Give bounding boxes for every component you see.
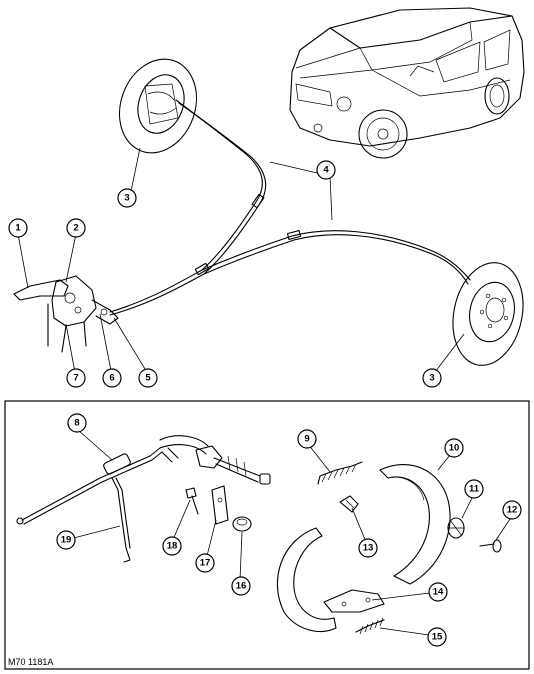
brake-shoe-left — [276, 527, 337, 632]
svg-text:19: 19 — [61, 535, 72, 546]
callout-17: 17 — [195, 553, 215, 573]
parking-brake-cables — [109, 99, 471, 316]
callout-1: 1 — [8, 218, 28, 238]
svg-text:1: 1 — [15, 223, 21, 234]
svg-text:11: 11 — [469, 484, 480, 495]
hold-down-spring — [447, 517, 465, 539]
callout-2: 2 — [66, 218, 86, 238]
parking-brake-lever-assembly — [13, 275, 119, 353]
hold-down-pin — [479, 539, 502, 553]
callout-3-right: 3 — [422, 368, 442, 388]
svg-text:16: 16 — [236, 581, 247, 592]
rear-brake-disc-right — [452, 262, 524, 366]
figure-code: M70 1181A — [8, 657, 53, 667]
callout-7: 7 — [66, 368, 86, 388]
svg-text:7: 7 — [73, 373, 78, 384]
vehicle-illustration — [289, 7, 525, 159]
lower-return-spring — [355, 617, 385, 635]
callout-12: 12 — [502, 500, 522, 520]
callout-19: 19 — [56, 530, 76, 550]
callout-6: 6 — [102, 368, 122, 388]
callout-4: 4 — [316, 160, 336, 180]
callout-16: 16 — [231, 576, 251, 596]
svg-text:17: 17 — [200, 558, 211, 569]
expander-lever — [323, 589, 385, 613]
svg-text:18: 18 — [167, 541, 178, 552]
callout-11: 11 — [464, 479, 484, 499]
svg-text:14: 14 — [433, 587, 444, 598]
svg-text:9: 9 — [304, 434, 309, 445]
callout-10: 10 — [444, 438, 464, 458]
svg-text:3: 3 — [124, 193, 129, 204]
svg-text:12: 12 — [507, 505, 518, 516]
callouts: 1 2 3 4 5 6 7 3 8 9 10 11 12 13 14 15 16… — [8, 147, 522, 647]
rear-brake-disc-left — [119, 58, 197, 154]
callout-13: 13 — [358, 538, 378, 558]
svg-text:3: 3 — [429, 373, 434, 384]
callout-18: 18 — [162, 536, 182, 556]
svg-text:4: 4 — [323, 165, 329, 176]
svg-text:10: 10 — [449, 443, 460, 454]
svg-text:8: 8 — [74, 418, 79, 429]
shoe-adjuster-component — [339, 495, 359, 513]
callout-14: 14 — [428, 582, 448, 602]
cable-adjuster-component — [16, 435, 271, 525]
cable-bracket-component — [111, 477, 131, 563]
callout-3-left: 3 — [117, 188, 137, 208]
upper-return-spring — [317, 461, 363, 485]
callout-8: 8 — [67, 413, 87, 433]
small-parts-group — [185, 485, 252, 532]
svg-text:15: 15 — [432, 632, 443, 643]
svg-text:6: 6 — [109, 373, 114, 384]
svg-text:13: 13 — [363, 543, 374, 554]
exploded-view-frame — [4, 400, 530, 670]
svg-text:2: 2 — [73, 223, 78, 234]
callout-15: 15 — [427, 627, 447, 647]
callout-9: 9 — [297, 429, 317, 449]
svg-text:5: 5 — [145, 373, 151, 384]
callout-5: 5 — [138, 368, 158, 388]
brake-shoe-right — [379, 464, 451, 585]
